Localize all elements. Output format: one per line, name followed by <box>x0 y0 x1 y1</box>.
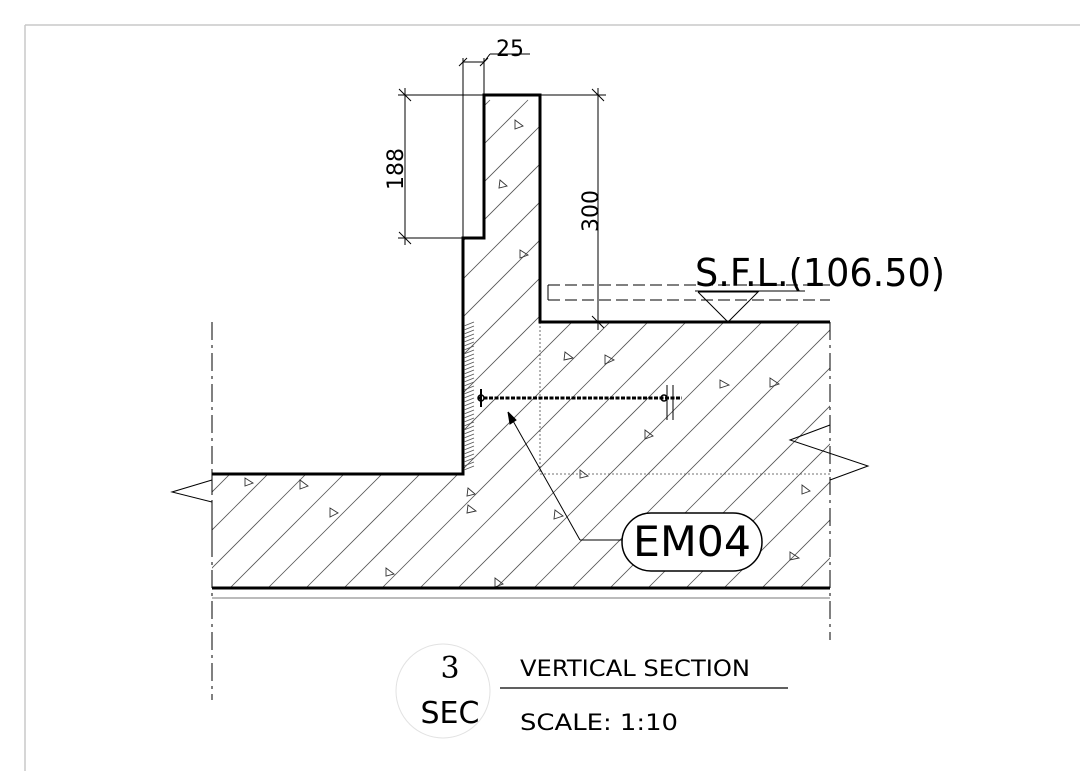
hatch-line <box>212 99 491 588</box>
hatch-line <box>573 99 830 588</box>
dimension-25-label: 25 <box>496 37 524 62</box>
hatch-line <box>231 99 830 588</box>
title-number: 3 <box>440 651 459 686</box>
membrane-line <box>463 465 475 471</box>
dimension-188-label: 188 <box>384 148 409 190</box>
hatch-line <box>212 99 301 588</box>
hatch-line <box>212 99 415 588</box>
hatch-line <box>840 100 1080 700</box>
break-lines <box>170 322 870 700</box>
membrane-line <box>463 377 475 383</box>
hatch-line <box>212 99 377 588</box>
membrane-line <box>463 369 475 375</box>
membrane-line <box>463 425 475 431</box>
concrete-aggregate <box>244 119 811 588</box>
membrane-line <box>463 445 475 451</box>
hatch-line <box>611 99 830 588</box>
membrane <box>463 321 475 471</box>
dimension-300-label: 300 <box>579 190 604 232</box>
membrane-line <box>463 365 475 371</box>
membrane-line <box>463 433 475 439</box>
membrane-line <box>463 461 475 467</box>
dimension-300 <box>540 88 606 330</box>
membrane-line <box>463 413 475 419</box>
hatch-line <box>212 99 605 588</box>
hatch-line <box>212 99 339 588</box>
membrane-line <box>463 333 475 339</box>
membrane-line <box>463 437 475 443</box>
membrane-line <box>463 345 475 351</box>
membrane-line <box>463 325 475 331</box>
sheet-border <box>24 24 1080 771</box>
hatch-line <box>345 99 830 588</box>
membrane-line <box>463 337 475 343</box>
hatch-line <box>649 99 830 588</box>
hatch-line <box>212 99 643 588</box>
membrane-line <box>463 397 475 403</box>
membrane-line <box>463 453 475 459</box>
dimension-25 <box>458 53 530 238</box>
hatch-line <box>687 99 830 588</box>
membrane-line <box>463 421 475 427</box>
membrane-line <box>463 329 475 335</box>
membrane-line <box>463 393 475 399</box>
membrane-line <box>463 409 475 415</box>
title-sheet: SEC <box>421 696 480 731</box>
hatch-line <box>763 99 830 588</box>
membrane-line <box>463 401 475 407</box>
hatch-line <box>383 99 830 588</box>
membrane-line <box>463 389 475 395</box>
membrane-line <box>463 457 475 463</box>
hatch-line <box>212 99 795 588</box>
membrane-line <box>463 349 475 355</box>
hatch-line <box>497 99 830 588</box>
concrete-outline <box>212 93 830 590</box>
membrane-line <box>463 361 475 367</box>
membrane-line <box>463 353 475 359</box>
hatch-line <box>459 99 830 588</box>
hatch-line <box>801 99 830 588</box>
scale-text: SCALE: 1:10 <box>520 711 678 736</box>
hatch-line <box>878 100 1080 700</box>
membrane-line <box>463 405 475 411</box>
membrane-line <box>463 449 475 455</box>
hatch-line <box>212 99 681 588</box>
membrane-line <box>463 321 475 327</box>
hatch-line <box>212 99 529 588</box>
membrane-line <box>463 381 475 387</box>
sfl-level-label: S.F.L.(106.50) <box>695 251 945 295</box>
membrane-line <box>463 341 475 347</box>
membrane-line <box>463 385 475 391</box>
title-block: 3 SEC VERTICAL SECTION SCALE: 1:10 <box>395 643 788 739</box>
em04-leader <box>507 411 625 541</box>
membrane-line <box>463 429 475 435</box>
hatch-line <box>421 99 830 588</box>
hatch-line <box>269 99 830 588</box>
hatch-line <box>212 99 719 588</box>
hatch-line <box>535 99 830 588</box>
membrane-line <box>463 373 475 379</box>
dimension-188 <box>398 88 484 245</box>
hatch-line <box>725 99 830 588</box>
anchor-bolt <box>477 385 682 420</box>
membrane-line <box>463 441 475 447</box>
title-text: VERTICAL SECTION <box>520 657 750 682</box>
em04-tag-label: EM04 <box>633 517 751 566</box>
membrane-line <box>463 357 475 363</box>
membrane-line <box>463 417 475 423</box>
sfl-marker <box>547 284 830 323</box>
em04-tag: EM04 <box>621 512 763 572</box>
